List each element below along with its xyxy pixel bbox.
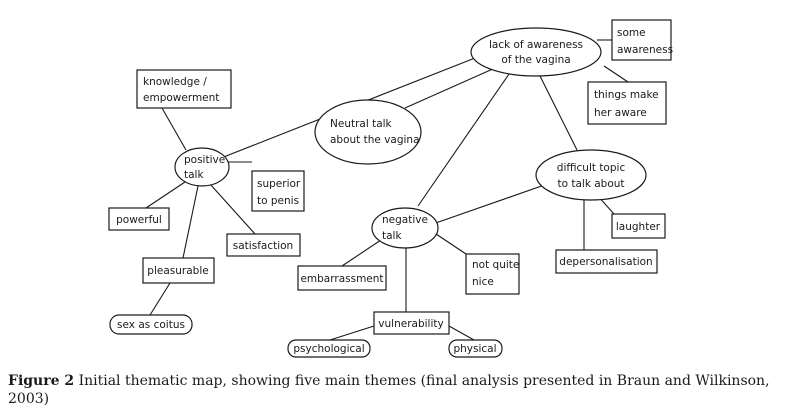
- node-label-line: psychological: [293, 343, 364, 355]
- node-label-line: Neutral talk: [330, 118, 393, 130]
- node-label-line: vulnerability: [378, 318, 443, 330]
- node-label-line: not quite: [472, 259, 519, 271]
- node-psychological: psychological: [287, 339, 371, 358]
- node-label-line: negative: [382, 214, 428, 226]
- node-satisfaction: satisfaction: [226, 233, 301, 257]
- node-things-make-her-aware: things make her aware: [587, 81, 667, 125]
- node-label-line: superior: [257, 178, 301, 190]
- node-label-line: positive: [184, 154, 225, 166]
- node-physical: physical: [448, 339, 503, 358]
- node-some-awareness: some awareness: [611, 19, 673, 61]
- node-superior-to-penis: superior to penis: [251, 170, 305, 212]
- node-powerful: powerful: [108, 207, 170, 231]
- node-embarrassment: embarrassment: [297, 265, 387, 291]
- node-label-line: nice: [472, 276, 494, 288]
- node-laughter: laughter: [611, 213, 666, 239]
- node-label-line: difficult topic: [557, 162, 626, 174]
- node-label-line: sex as coitus: [117, 319, 185, 331]
- node-negative-talk: negative talk: [371, 207, 439, 249]
- node-label-line: embarrassment: [300, 273, 383, 285]
- figure-label: Figure 2: [8, 373, 75, 389]
- node-label-line: laughter: [616, 221, 661, 233]
- node-difficult-topic: difficult topic to talk about: [535, 149, 647, 201]
- node-label-line: lack of awareness: [489, 39, 583, 51]
- node-neutral-talk: Neutral talk about the vagina: [314, 99, 422, 165]
- node-label-line: physical: [453, 343, 496, 355]
- node-depersonalisation: depersonalisation: [555, 249, 658, 274]
- node-sex-as-coitus: sex as coitus: [109, 314, 193, 335]
- node-label-line: awareness: [617, 44, 673, 56]
- node-pleasurable: pleasurable: [142, 257, 215, 284]
- node-vulnerability: vulnerability: [373, 311, 450, 335]
- node-label-line: talk: [382, 230, 402, 242]
- node-label-line: about the vagina: [330, 134, 420, 146]
- node-label-line: of the vagina: [501, 54, 570, 66]
- caption-text: Initial thematic map, showing five main …: [8, 373, 770, 407]
- node-label-line: to penis: [257, 195, 299, 207]
- node-not-quite-nice: not quite nice: [465, 253, 520, 295]
- node-label-line: to talk about: [557, 178, 624, 190]
- node-label-line: talk: [184, 169, 204, 181]
- node-positive-talk: positive talk: [174, 147, 230, 187]
- figure-caption: Figure 2 Initial thematic map, showing f…: [8, 372, 778, 408]
- node-label-line: satisfaction: [233, 240, 293, 252]
- node-label-line: empowerment: [143, 92, 219, 104]
- node-label-line: depersonalisation: [559, 256, 652, 268]
- connector-lines: [145, 39, 629, 341]
- node-knowledge-empowerment: knowledge / empowerment: [136, 69, 232, 109]
- node-label-line: knowledge /: [143, 76, 207, 88]
- node-label-line: things make: [594, 89, 659, 101]
- node-label-line: some: [617, 27, 646, 39]
- node-label-line: her aware: [594, 107, 647, 119]
- node-label-line: powerful: [116, 214, 162, 226]
- node-lack-of-awareness: lack of awareness of the vagina: [470, 27, 602, 77]
- node-label-line: pleasurable: [147, 265, 208, 277]
- thematic-map: lack of awareness of the vagina some awa…: [108, 19, 673, 358]
